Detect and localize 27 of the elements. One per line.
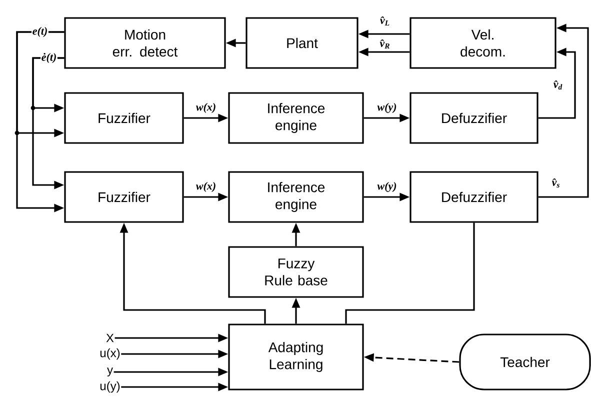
block-box: Defuzzifier [410,92,538,144]
block-box: Motion err. detect [64,17,226,69]
edge-label: v̂$_{L}$ [379,16,391,26]
edge-label: ė(t) [40,52,58,64]
input-label: u(x) [100,348,120,360]
edge-label: e(t) [32,26,48,38]
edge-label: w(x) [195,102,217,114]
edge-label: v̂$_{s}$ [551,178,561,188]
edge-label: v̂$_{d}$ [552,80,564,90]
block-box: Plant [246,17,358,69]
block-box: Fuzzifier [64,92,184,144]
edge-label: w(x) [195,181,217,193]
input-label: u(y) [100,381,120,393]
block-box: Inference engine [228,171,364,223]
edge-label: w(y) [376,102,398,114]
rounded-box: Teacher [459,334,591,390]
block-box: Defuzzifier [410,171,538,223]
block-box: Vel. decom. [410,17,556,69]
connector-line [345,222,475,324]
block-box: Fuzzifier [64,171,184,223]
block-box: Inference engine [228,92,364,144]
block-box: Fuzzy Rule base [228,246,364,298]
edge-label: w(y) [376,181,398,193]
input-label: X [106,334,114,342]
block-box: Adapting Learning [228,324,364,390]
input-label: y [107,368,113,376]
edge-label: v̂$_{R}$ [378,38,392,50]
